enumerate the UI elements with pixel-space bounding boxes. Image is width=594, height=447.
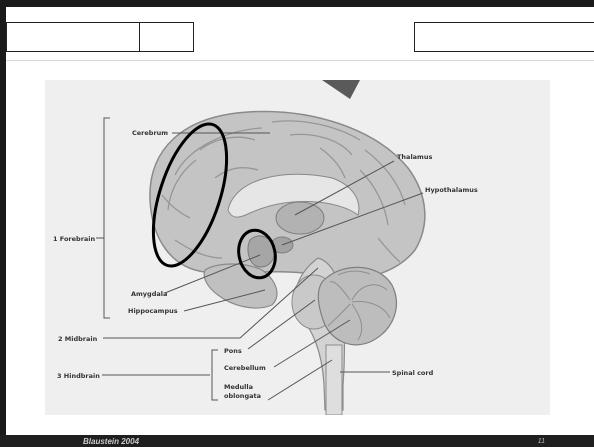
label-forebrain: 1 Forebrain — [53, 235, 96, 243]
header-box-right — [414, 22, 594, 52]
footer-bar: Blaustein 2004 11 — [0, 435, 594, 447]
label-hindbrain: 3 Hindbrain — [57, 372, 100, 380]
spinal-cord-shape — [326, 345, 342, 415]
header-box-left — [6, 22, 140, 52]
label-hypothalamus: Hypothalamus — [425, 186, 478, 194]
label-amygdala: Amygdala — [131, 290, 167, 298]
header-box-small — [139, 22, 194, 52]
thalamus-shape — [276, 202, 324, 234]
label-medulla-line1: Medulla — [224, 383, 253, 391]
label-hippocampus: Hippocampus — [128, 307, 178, 315]
label-pons: Pons — [224, 347, 242, 355]
label-spinal-cord: Spinal cord — [392, 369, 434, 377]
brain-diagram: Cerebrum Thalamus Hypothalamus 1 Forebra… — [45, 80, 550, 415]
label-medulla-line2: oblongata — [224, 392, 261, 400]
label-thalamus: Thalamus — [397, 153, 432, 161]
left-frame-bar — [0, 0, 6, 447]
title-divider — [6, 60, 594, 61]
footer-author: Blaustein 2004 — [83, 437, 139, 447]
page-number: 11 — [538, 437, 545, 447]
label-midbrain: 2 Midbrain — [58, 335, 98, 343]
label-cerebrum: Cerebrum — [132, 129, 168, 137]
top-frame-bar — [0, 0, 594, 7]
label-cerebellum: Cerebellum — [224, 364, 266, 372]
